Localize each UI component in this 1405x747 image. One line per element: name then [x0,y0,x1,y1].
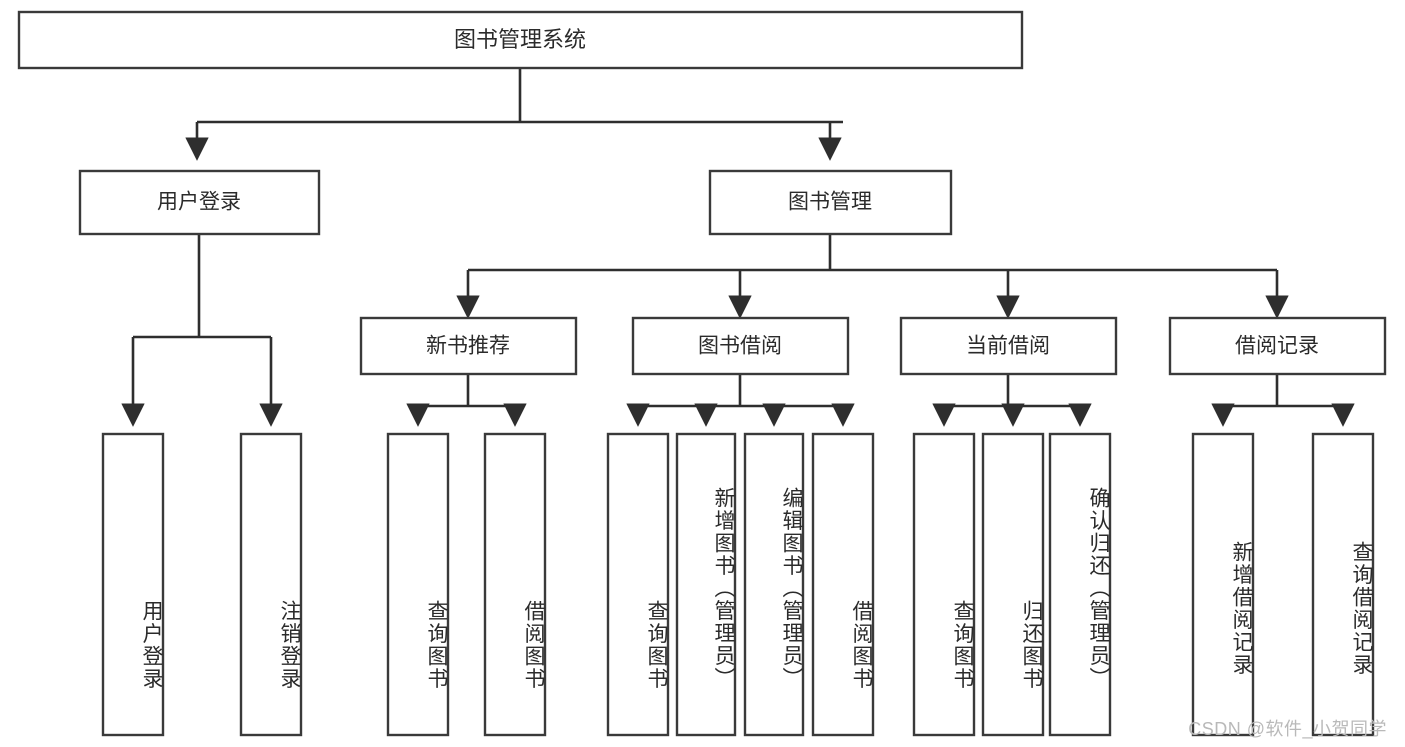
node-borrow-record[interactable]: 借阅记录 [1168,316,1387,376]
node-label-current-borrow: 当前借阅 [966,335,1050,358]
connector-book-borrow-to-leaves [626,374,855,427]
node-book-management[interactable]: 图书管理 [708,169,953,236]
leaf-box-record-query[interactable] [1311,432,1375,737]
leaf-box-new-book-query[interactable] [386,432,450,737]
connector-current-borrow-to-leaves [932,374,1092,427]
node-label-book-borrow: 图书借阅 [698,335,782,358]
connector-root-to-level2 [185,68,843,161]
leaf-box-borrow-edit[interactable] [743,432,805,737]
node-label-new-book-recommend: 新书推荐 [426,335,510,358]
connector-user-login-to-leaves [121,234,283,427]
leaf-box-user-login-login[interactable] [101,432,165,737]
leaf-box-borrow-add[interactable] [675,432,737,737]
connector-borrow-record-to-leaves [1211,374,1355,427]
node-user-login[interactable]: 用户登录 [78,169,321,236]
node-book-borrow[interactable]: 图书借阅 [631,316,850,376]
node-label-book-management-system: 图书管理系统 [454,27,586,52]
node-label-borrow-record: 借阅记录 [1235,335,1319,358]
node-label-book-management: 图书管理 [788,191,872,214]
node-new-book-recommend[interactable]: 新书推荐 [359,316,578,376]
leaf-box-current-confirm[interactable] [1048,432,1112,737]
leaf-box-borrow-lend[interactable] [811,432,875,737]
leaf-box-current-query[interactable] [912,432,976,737]
node-label-user-login: 用户登录 [157,191,241,214]
node-book-management-system[interactable]: 图书管理系统 [17,10,1024,70]
leaf-box-current-return[interactable] [981,432,1045,737]
leaf-box-new-book-borrow[interactable] [483,432,547,737]
csdn-watermark: CSDN @软件_小贺同学 [1188,719,1387,739]
node-current-borrow[interactable]: 当前借阅 [899,316,1118,376]
leaf-box-borrow-query[interactable] [606,432,670,737]
leaf-box-record-add[interactable] [1191,432,1255,737]
connector-new-book-to-leaves [406,374,527,427]
connector-book-management-to-level3 [456,234,1289,319]
leaf-box-user-login-logout[interactable] [239,432,303,737]
